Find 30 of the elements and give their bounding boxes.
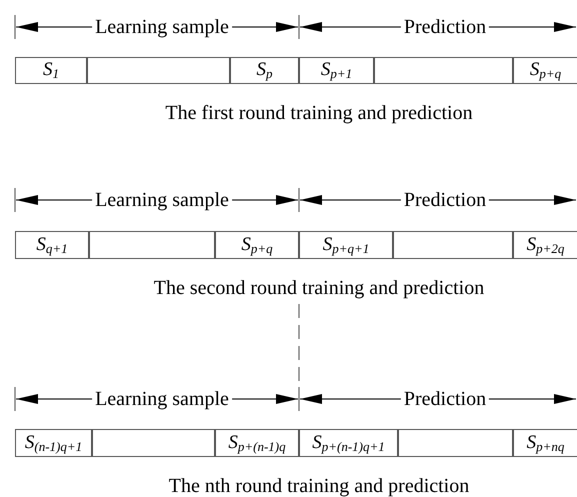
sample-cell <box>15 429 92 457</box>
sample-cell <box>215 429 299 457</box>
sample-cell <box>230 57 299 84</box>
sample-cell <box>299 231 393 259</box>
sample-cell <box>299 429 398 457</box>
sample-cell <box>299 57 374 84</box>
span-label: Learning sample <box>92 189 232 211</box>
sample-cell <box>15 231 89 259</box>
round-caption: The nth round training and prediction <box>168 475 470 497</box>
round-caption: The second round training and prediction <box>154 277 484 299</box>
round-caption: The first round training and prediction <box>165 102 473 124</box>
sample-symbol: S$_{p+q}$ <box>530 59 562 82</box>
sample-symbol: S$_{1}$ <box>43 59 59 82</box>
sample-cell <box>215 231 299 259</box>
sample-cell <box>15 57 87 84</box>
sample-cell <box>513 57 577 84</box>
sample-cell <box>513 429 577 457</box>
sample-symbol: S$_{p+(n-1)q}$ <box>228 432 286 454</box>
sample-symbol: S$_{q+1}$ <box>36 234 68 256</box>
sample-symbol: S$_{p+q+1}$ <box>322 234 370 256</box>
span-label: Learning sample <box>92 16 232 38</box>
sample-symbol: S$_{p+2q}$ <box>526 234 564 256</box>
sample-symbol: S$_{p+q}$ <box>241 234 273 256</box>
sample-cell <box>513 231 577 259</box>
sample-symbol: S$_{(n-1)q+1}$ <box>24 432 82 454</box>
sample-symbol: S$_{p}$ <box>256 59 272 82</box>
sample-symbol: S$_{p+nq}$ <box>526 432 564 454</box>
sample-symbol: S$_{p+1}$ <box>320 59 352 82</box>
span-label: Learning sample <box>92 388 232 410</box>
sample-symbol: S$_{p+(n-1)q+1}$ <box>312 432 385 454</box>
